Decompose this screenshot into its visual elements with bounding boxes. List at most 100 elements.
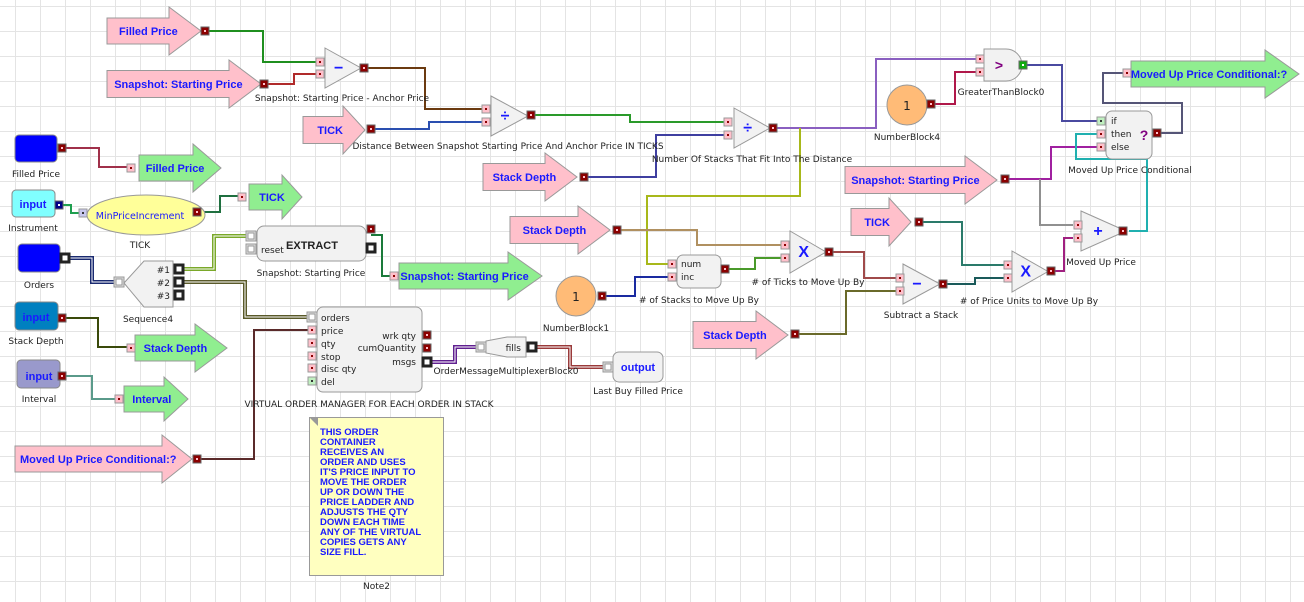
input-port[interactable] xyxy=(975,67,985,77)
receive-stack-depth-arrow[interactable]: Stack Depth xyxy=(692,310,789,360)
extract-block[interactable]: reset EXTRACT Snapshot: Starting Price xyxy=(256,225,367,279)
wire[interactable] xyxy=(62,375,116,400)
input-port[interactable] xyxy=(1096,129,1106,139)
wire[interactable] xyxy=(1005,146,1098,180)
input-block-stack-depth[interactable]: input Stack Depth xyxy=(8,301,64,347)
input-port[interactable] xyxy=(245,230,257,242)
wire[interactable] xyxy=(530,114,725,123)
receive-stack-depth-arrow[interactable]: Stack Depth xyxy=(509,205,611,255)
send-tick-arrow[interactable]: TICK xyxy=(248,173,303,221)
input-block-orders[interactable]: Orders xyxy=(17,243,61,291)
wire[interactable] xyxy=(1051,237,1073,272)
output-port[interactable] xyxy=(1046,266,1056,276)
input-port[interactable] xyxy=(780,240,790,250)
min-price-increment-block[interactable]: MinPriceIncrement TICK xyxy=(86,194,206,251)
output-port[interactable] xyxy=(366,224,376,234)
input-block-instrument[interactable]: input Instrument xyxy=(8,189,58,234)
wire[interactable] xyxy=(364,67,485,110)
number-block-1[interactable]: 1 NumberBlock1 xyxy=(543,275,609,334)
wire[interactable] xyxy=(197,195,243,213)
input-port[interactable] xyxy=(114,394,124,404)
conditional-block[interactable]: if then else ? Moved Up Price Conditiona… xyxy=(1068,110,1192,176)
input-port[interactable] xyxy=(1073,233,1083,243)
output-port[interactable] xyxy=(192,207,202,217)
output-port[interactable] xyxy=(422,343,432,353)
input-port[interactable] xyxy=(389,271,399,281)
input-port[interactable] xyxy=(307,351,317,361)
note-block[interactable]: THIS ORDER CONTAINER RECEIVES AN ORDER A… xyxy=(309,417,444,576)
input-port[interactable] xyxy=(306,311,318,323)
output-port[interactable] xyxy=(421,356,433,368)
input-port[interactable] xyxy=(1096,116,1106,126)
send-stack-depth-arrow[interactable]: Stack Depth xyxy=(134,323,228,373)
output-port[interactable] xyxy=(259,79,269,89)
wire[interactable] xyxy=(371,121,485,130)
receive-tick-arrow[interactable]: TICK xyxy=(302,104,366,156)
input-port[interactable] xyxy=(1122,68,1132,78)
wire[interactable] xyxy=(62,317,129,348)
output-port[interactable] xyxy=(768,123,778,133)
output-port[interactable] xyxy=(914,217,924,227)
wire[interactable] xyxy=(919,221,1005,266)
wire[interactable] xyxy=(59,204,82,214)
subtract-stack-op[interactable]: −Subtract a Stack xyxy=(884,263,959,321)
input-port[interactable] xyxy=(1096,142,1106,152)
subtract-anchor-op[interactable]: −Snapshot: Starting Price - Anchor Price xyxy=(255,47,430,104)
output-port[interactable] xyxy=(526,110,536,120)
input-port[interactable] xyxy=(307,325,317,335)
input-port[interactable] xyxy=(667,259,677,269)
wire[interactable] xyxy=(1024,64,1098,122)
output-port[interactable] xyxy=(1152,128,1162,138)
receive-tick-arrow[interactable]: TICK xyxy=(850,196,912,248)
greater-than-block[interactable]: > GreaterThanBlock0 xyxy=(958,48,1045,98)
send-moved-up-price-conditional-arrow[interactable]: Moved Up Price Conditional:? xyxy=(1130,49,1300,99)
wire[interactable] xyxy=(268,73,318,85)
input-port[interactable] xyxy=(481,104,491,114)
virtual-order-manager-block[interactable]: orders price qty stop disc qty del wrk q… xyxy=(244,306,495,410)
output-port[interactable] xyxy=(422,330,432,340)
input-port[interactable] xyxy=(315,57,325,67)
input-port[interactable] xyxy=(126,343,136,353)
multiplexer-block[interactable]: fills OrderMessageMultiplexerBlock0 xyxy=(434,336,579,377)
output-port[interactable] xyxy=(1118,226,1128,236)
output-port[interactable] xyxy=(579,172,589,182)
output-port[interactable] xyxy=(57,143,67,153)
bus-wire[interactable] xyxy=(184,280,311,319)
number-block-4[interactable]: 1 NumberBlock4 xyxy=(874,84,940,143)
output-port[interactable] xyxy=(1018,60,1028,70)
wire[interactable] xyxy=(726,257,782,270)
receive-snapshot-starting-price-arrow[interactable]: Snapshot: Starting Price xyxy=(106,59,262,109)
output-block[interactable]: output Last Buy Filled Price xyxy=(593,351,683,397)
bus-wire[interactable] xyxy=(184,234,249,271)
output-port[interactable] xyxy=(526,341,538,353)
input-port[interactable] xyxy=(602,361,614,373)
input-port[interactable] xyxy=(895,273,905,283)
bus-wire[interactable] xyxy=(68,256,118,284)
counter-block[interactable]: num inc # of Stacks to Move Up By xyxy=(639,254,760,306)
output-port[interactable] xyxy=(365,242,377,254)
output-port[interactable] xyxy=(59,252,71,264)
divide-ticks-op[interactable]: ÷Distance Between Snapshot Starting Pric… xyxy=(352,95,664,152)
output-port[interactable] xyxy=(173,276,185,288)
output-port[interactable] xyxy=(173,263,185,275)
wire[interactable] xyxy=(931,71,978,105)
wire[interactable] xyxy=(209,30,318,63)
output-port[interactable] xyxy=(366,124,376,134)
output-port[interactable] xyxy=(359,63,369,73)
input-port[interactable] xyxy=(895,286,905,296)
output-port[interactable] xyxy=(200,26,210,36)
wire[interactable] xyxy=(584,134,725,178)
send-filled-price-arrow[interactable]: Filled Price xyxy=(138,142,222,194)
wire[interactable] xyxy=(829,251,897,279)
input-port[interactable] xyxy=(307,338,317,348)
send-interval-arrow[interactable]: Interval xyxy=(123,375,189,423)
input-port[interactable] xyxy=(315,69,325,79)
send-snapshot-starting-price-arrow[interactable]: Snapshot: Starting Price xyxy=(398,251,543,301)
receive-snapshot-starting-price-arrow[interactable]: Snapshot: Starting Price xyxy=(844,155,998,205)
input-port[interactable] xyxy=(723,117,733,127)
input-port[interactable] xyxy=(1073,220,1083,230)
wire[interactable] xyxy=(1039,179,1073,226)
output-port[interactable] xyxy=(192,454,202,464)
input-port[interactable] xyxy=(237,192,247,202)
